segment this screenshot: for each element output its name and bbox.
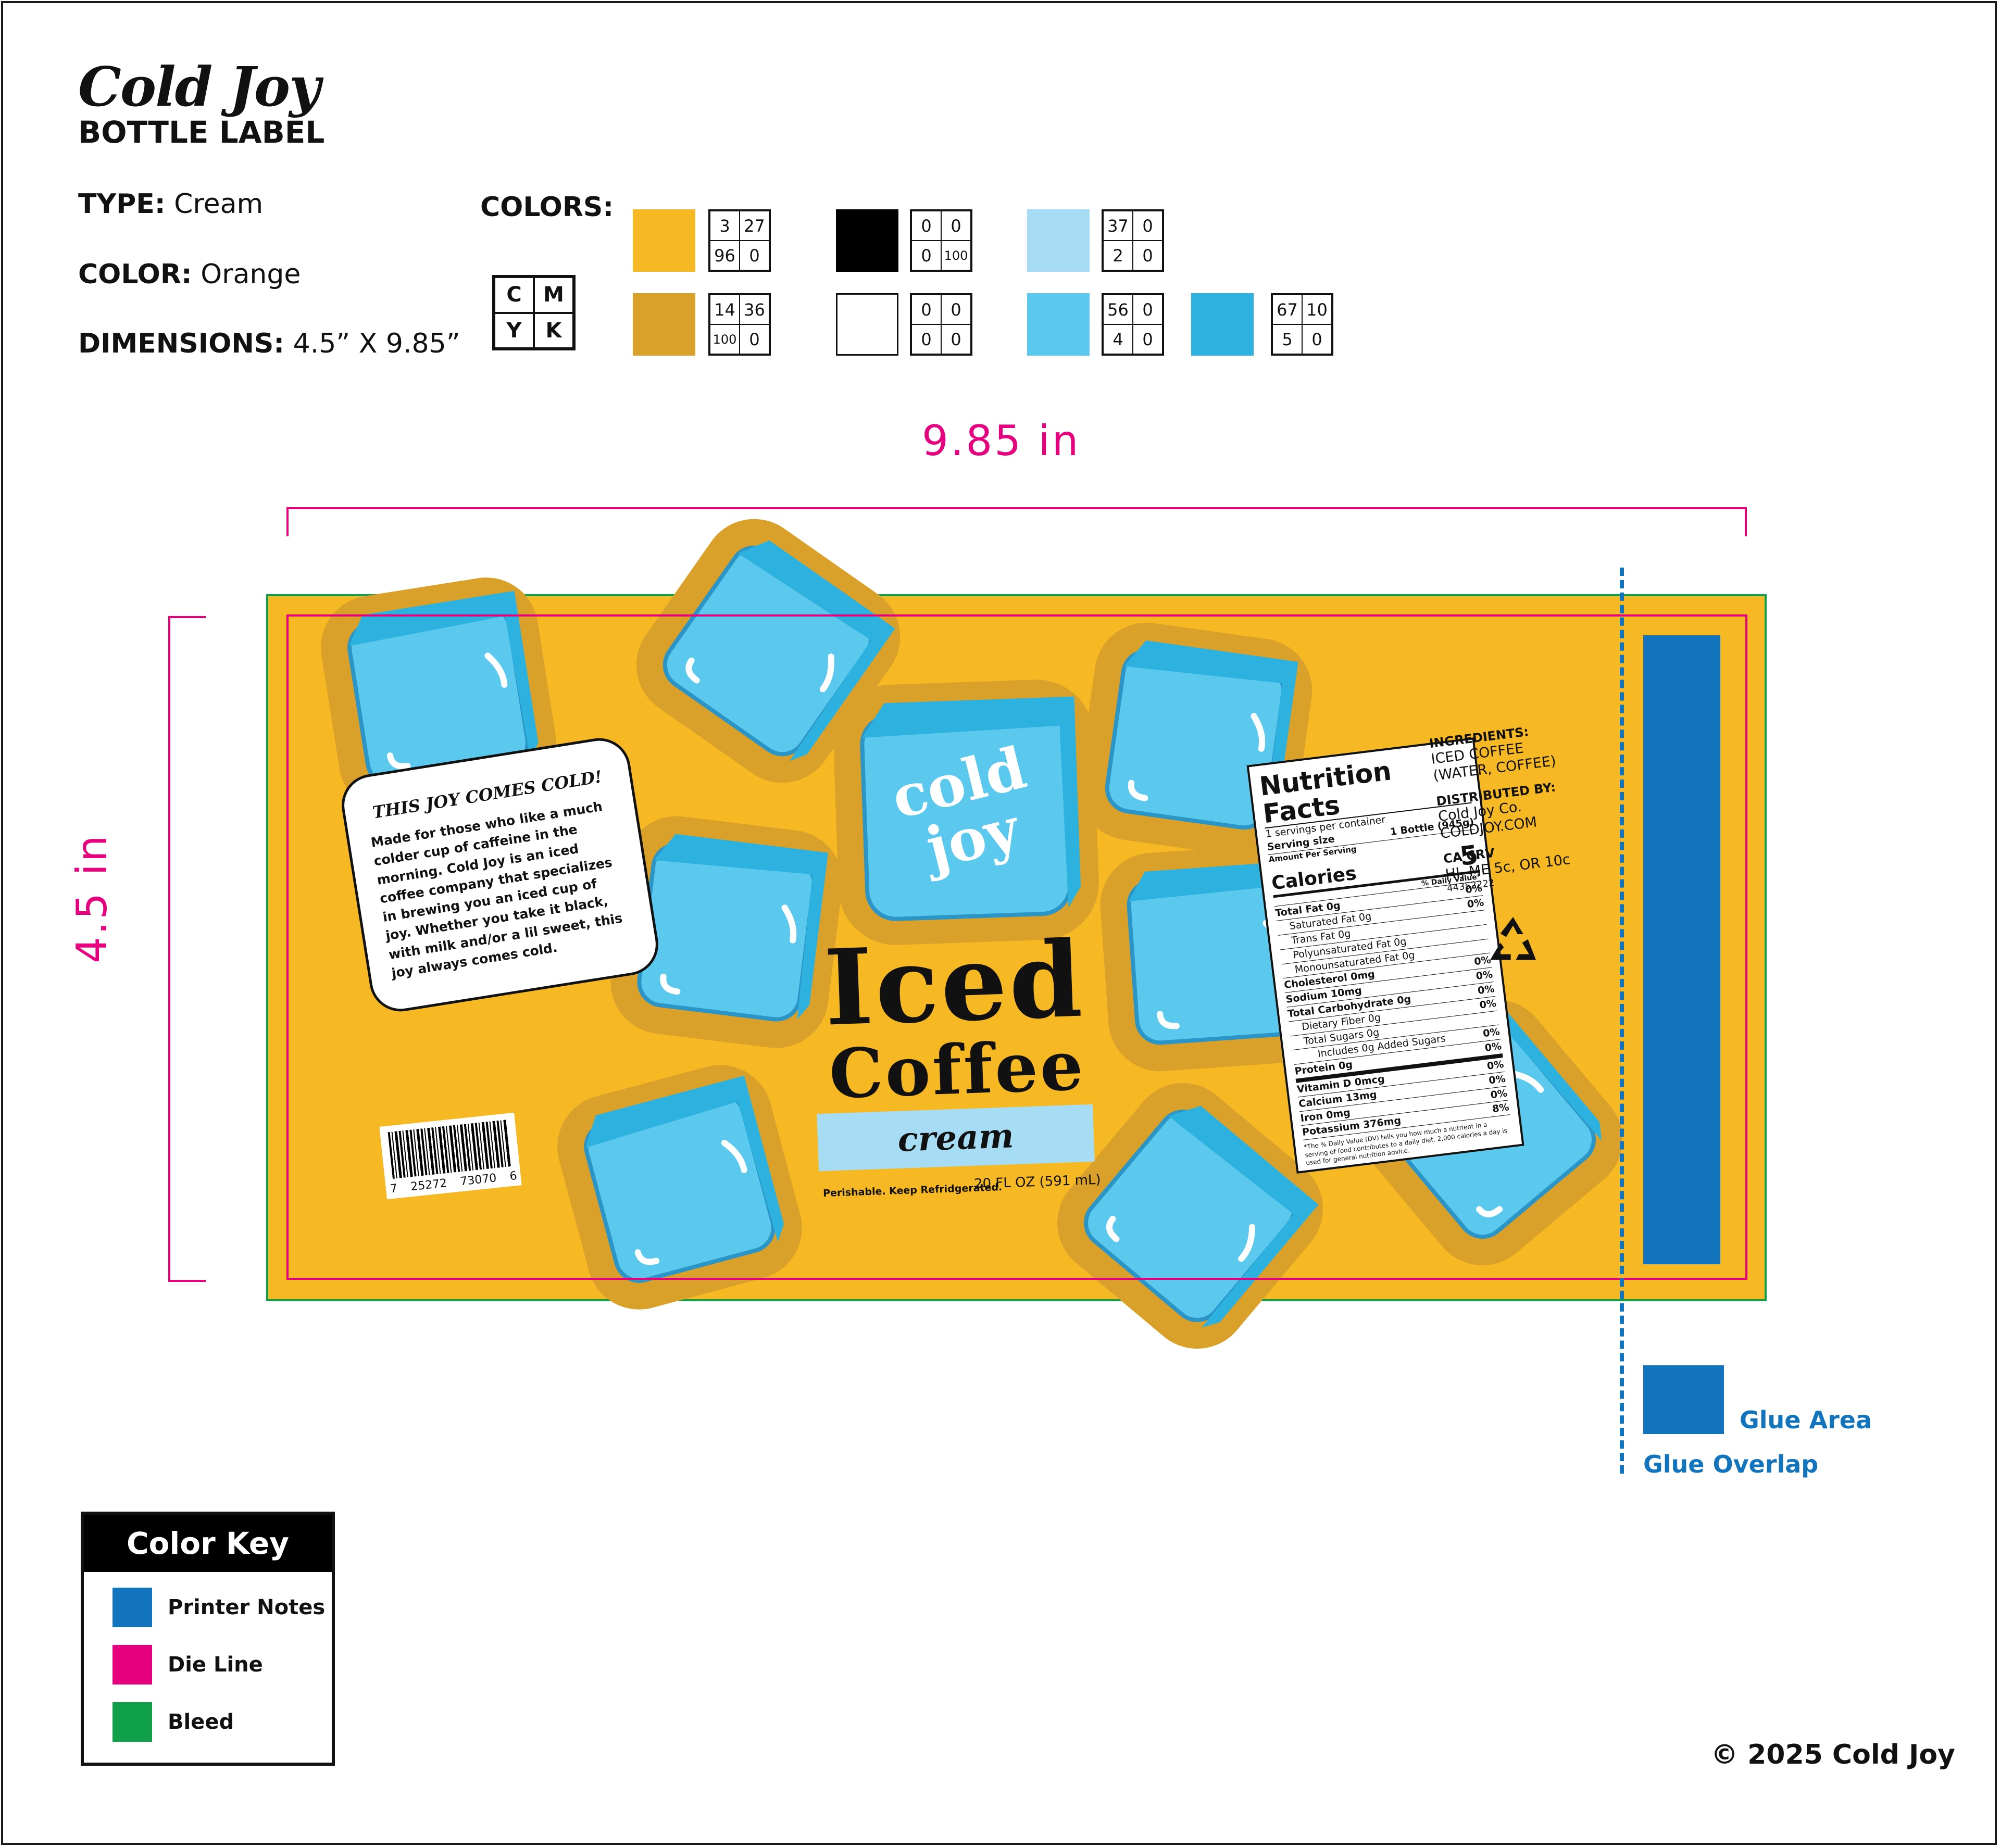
barcode-bars (388, 1120, 512, 1179)
copyright: © 2025 Cold Joy (1711, 1739, 1955, 1770)
die-line (286, 614, 1747, 1280)
glue-overlap-label: Glue Overlap (1643, 1450, 1819, 1478)
cmyk-legend-c: C (494, 277, 534, 313)
glue-area-label: Glue Area (1740, 1406, 1872, 1434)
color-key-item: Printer Notes (113, 1588, 325, 1627)
colors-heading: COLORS: (480, 192, 614, 223)
side-info-panel: INGREDIENTS: ICED COFFEE (WATER, COFFEE)… (1428, 718, 1603, 895)
color-key-swatch (113, 1702, 152, 1742)
width-bracket (286, 507, 1747, 536)
color-swatch (633, 209, 695, 272)
cmyk-legend-y: Y (494, 312, 534, 348)
glue-area-legend-swatch (1643, 1365, 1724, 1434)
color-key-swatch (113, 1645, 152, 1684)
brand-story-panel: THIS JOY COMES COLD! Made for those who … (337, 734, 663, 1016)
cmyk-legend-k: K (534, 312, 573, 348)
color-swatch (836, 209, 898, 272)
color-swatch (836, 293, 898, 356)
color-key: Color Key Printer Notes Die Line Bleed (81, 1512, 335, 1766)
cmyk-legend: C M Y K (492, 275, 576, 350)
color-swatch (1191, 293, 1254, 356)
color-swatch (1027, 209, 1090, 272)
color-key-title: Color Key (84, 1515, 332, 1572)
flavor-banner: cream (817, 1104, 1095, 1172)
color-key-item: Bleed (113, 1702, 234, 1742)
document-subtitle: BOTTLE LABEL (78, 115, 325, 150)
color-swatch (633, 293, 695, 356)
barcode: 7 25272 73070 6 (379, 1112, 522, 1200)
spec-dimensions: DIMENSIONS: 4.5” X 9.85” (78, 328, 460, 359)
cmyk-legend-m: M (534, 277, 573, 313)
product-title-line2: Coffee (828, 1025, 1086, 1114)
width-dimension-label: 9.85 in (922, 417, 1081, 465)
story-text: Made for those who like a much colder cu… (370, 798, 623, 981)
color-key-swatch (113, 1588, 152, 1627)
recycle-icon (1490, 917, 1536, 960)
logo-cube: cold joy (833, 680, 1099, 945)
color-key-item: Die Line (113, 1645, 263, 1684)
glue-area (1643, 635, 1720, 1264)
glue-overlap-line (1620, 568, 1624, 1474)
spec-type: TYPE: Cream (78, 188, 264, 220)
spec-color: COLOR: Orange (78, 259, 301, 290)
color-swatch (1027, 293, 1090, 356)
brand-logo-text: Cold Joy (78, 55, 321, 119)
height-bracket (168, 616, 206, 1282)
product-title: Iced Coffee (822, 918, 1088, 1114)
product-title-line1: Iced (822, 918, 1086, 1050)
